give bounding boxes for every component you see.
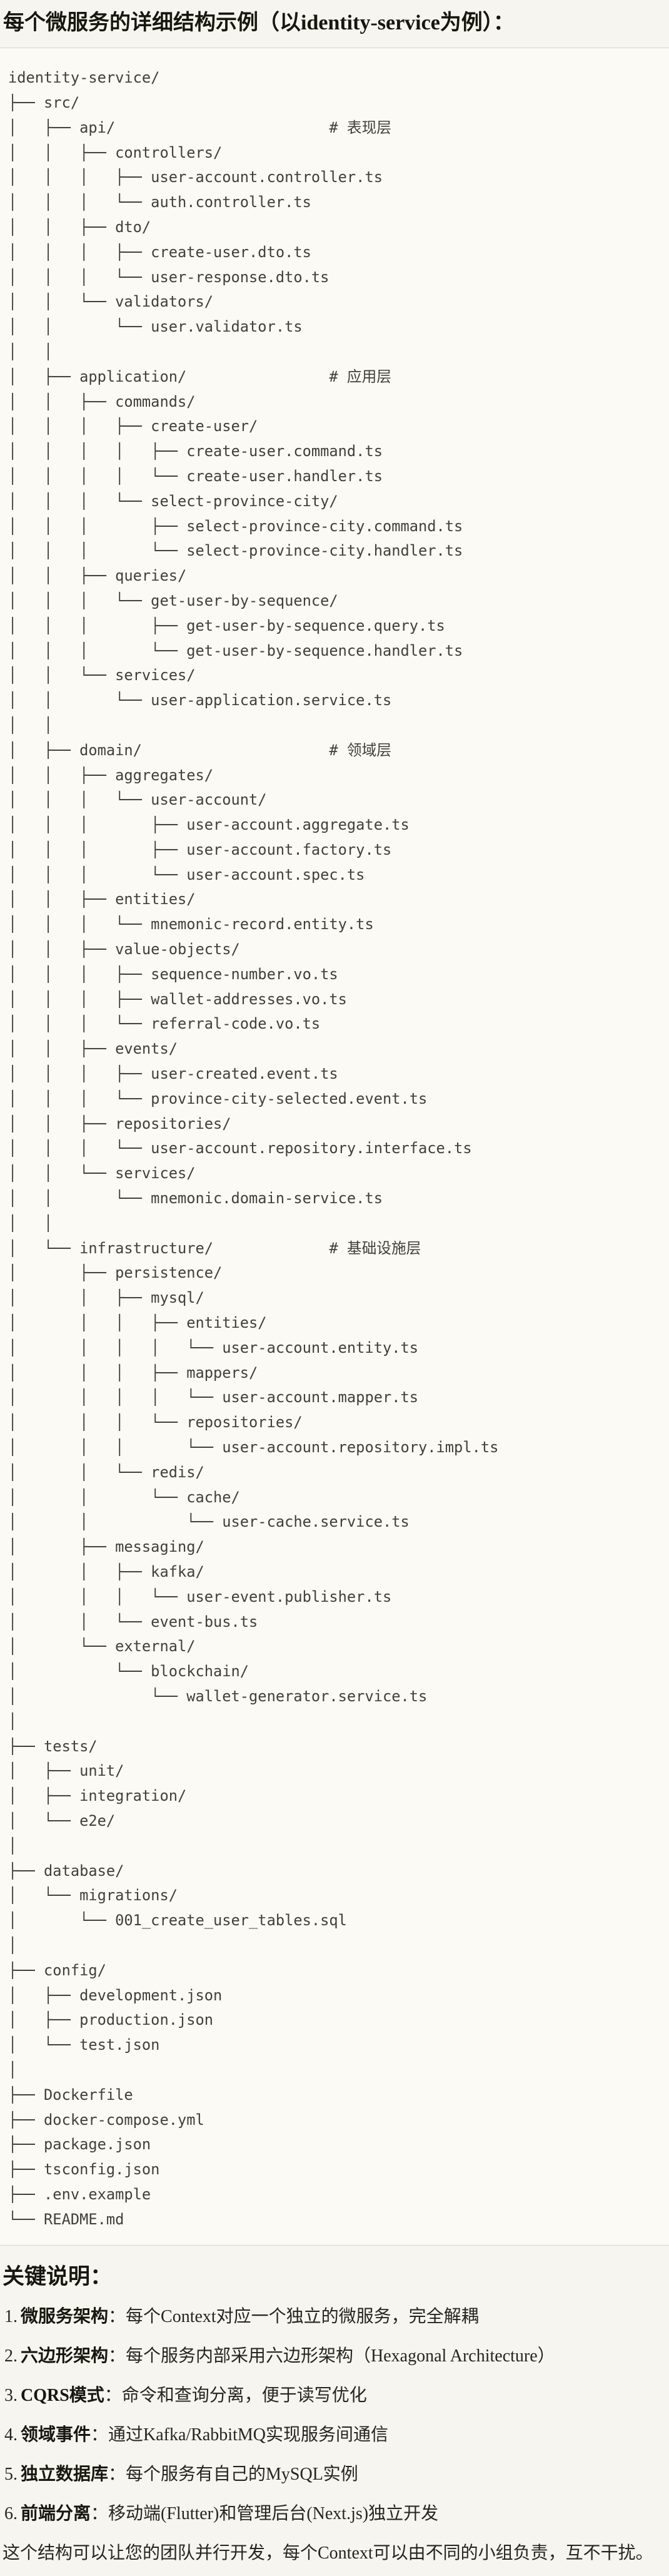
- note-item-3: 3.CQRS模式：命令和查询分离，便于读写优化: [3, 2383, 663, 2409]
- note-desc: ：每个服务有自己的MySQL实例: [108, 2465, 358, 2485]
- note-term: 领域事件: [21, 2425, 91, 2445]
- note-number: 6.: [4, 2504, 18, 2524]
- page-title: 每个微服务的详细结构示例（以identity-service为例）：: [3, 11, 515, 34]
- note-desc: ：通过Kafka/RabbitMQ实现服务间通信: [91, 2425, 388, 2445]
- note-item-2: 2.六边形架构：每个服务内部采用六边形架构（Hexagonal Architec…: [3, 2343, 663, 2370]
- note-number: 2.: [4, 2346, 18, 2366]
- notes-list: 1.微服务架构：每个Context对应一个独立的微服务，完全解耦 2.六边形架构…: [3, 2304, 663, 2527]
- note-desc: ：每个服务内部采用六边形架构（Hexagonal Architecture）: [108, 2346, 555, 2366]
- note-number: 3.: [4, 2386, 18, 2406]
- note-item-6: 6.前端分离：移动端(Flutter)和管理后台(Next.js)独立开发: [3, 2501, 663, 2527]
- notes-footer: 这个结构可以让您的团队并行开发，每个Context可以由不同的小组负责，互不干扰…: [3, 2543, 653, 2563]
- directory-tree-code-block: identity-service/ ├── src/ │ ├── api/ # …: [0, 48, 669, 2246]
- note-item-1: 1.微服务架构：每个Context对应一个独立的微服务，完全解耦: [3, 2304, 663, 2330]
- note-number: 4.: [4, 2425, 18, 2445]
- note-term: CQRS模式: [21, 2386, 104, 2406]
- note-term: 前端分离: [21, 2504, 91, 2524]
- note-item-4: 4.领域事件：通过Kafka/RabbitMQ实现服务间通信: [3, 2422, 663, 2448]
- note-term: 独立数据库: [21, 2465, 109, 2485]
- note-term: 微服务架构: [21, 2307, 109, 2327]
- note-item-5: 5.独立数据库：每个服务有自己的MySQL实例: [3, 2461, 663, 2488]
- note-desc: ：每个Context对应一个独立的微服务，完全解耦: [108, 2307, 479, 2327]
- note-term: 六边形架构: [21, 2346, 109, 2366]
- note-desc: ：移动端(Flutter)和管理后台(Next.js)独立开发: [91, 2504, 439, 2524]
- note-number: 5.: [4, 2465, 18, 2485]
- note-number: 1.: [4, 2307, 18, 2327]
- notes-section: 关键说明： 1.微服务架构：每个Context对应一个独立的微服务，完全解耦 2…: [0, 2263, 669, 2576]
- note-desc: ：命令和查询分离，便于读写优化: [104, 2386, 367, 2406]
- notes-heading: 关键说明：: [3, 2264, 113, 2289]
